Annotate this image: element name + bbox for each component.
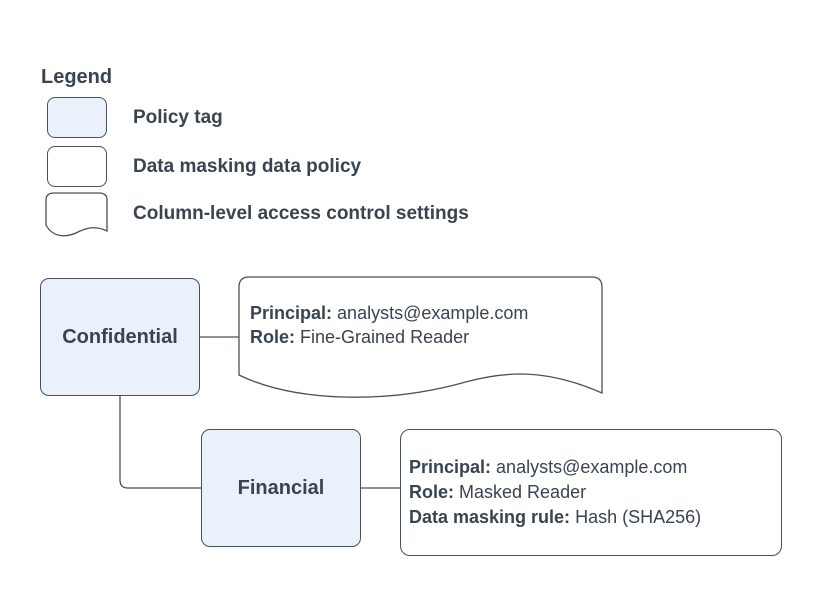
connector-confidential-to-financial [119, 396, 201, 489]
policy-masking-rule-line: Data masking rule: Hash (SHA256) [409, 505, 781, 530]
policy-principal-line: Principal: analysts@example.com [409, 455, 781, 480]
legend-data-policy-swatch [47, 146, 107, 187]
legend-label-policy-tag: Policy tag [133, 106, 223, 128]
field-label: Principal: [250, 303, 333, 323]
legend-label-column-access: Column-level access control settings [133, 202, 469, 224]
field-value: analysts@example.com [496, 457, 688, 477]
field-value: Masked Reader [459, 482, 587, 502]
access-principal-line: Principal: analysts@example.com [250, 301, 595, 325]
policy-tag-node-confidential: Confidential [40, 278, 200, 396]
field-label: Role: [250, 327, 295, 347]
legend-title: Legend [41, 66, 113, 88]
field-value: Fine-Grained Reader [300, 327, 470, 347]
field-label: Principal: [409, 457, 492, 477]
field-label: Data masking rule: [409, 507, 571, 527]
masking-policy-node: Principal: analysts@example.com Role: Ma… [400, 429, 782, 556]
access-settings-node-text: Principal: analysts@example.com Role: Fi… [250, 301, 595, 349]
field-value: analysts@example.com [337, 303, 529, 323]
policy-tag-node-financial: Financial [201, 429, 361, 547]
node-label: Confidential [62, 325, 178, 348]
node-label: Financial [237, 476, 325, 499]
access-settings-shape [238, 276, 603, 398]
field-label: Role: [409, 482, 454, 502]
policy-role-line: Role: Masked Reader [409, 480, 781, 505]
legend-column-access-shape [45, 192, 108, 237]
legend-policy-tag-swatch [47, 97, 107, 138]
legend-label-data-policy: Data masking data policy [133, 155, 362, 177]
access-role-line: Role: Fine-Grained Reader [250, 325, 595, 349]
field-value: Hash (SHA256) [575, 507, 702, 527]
